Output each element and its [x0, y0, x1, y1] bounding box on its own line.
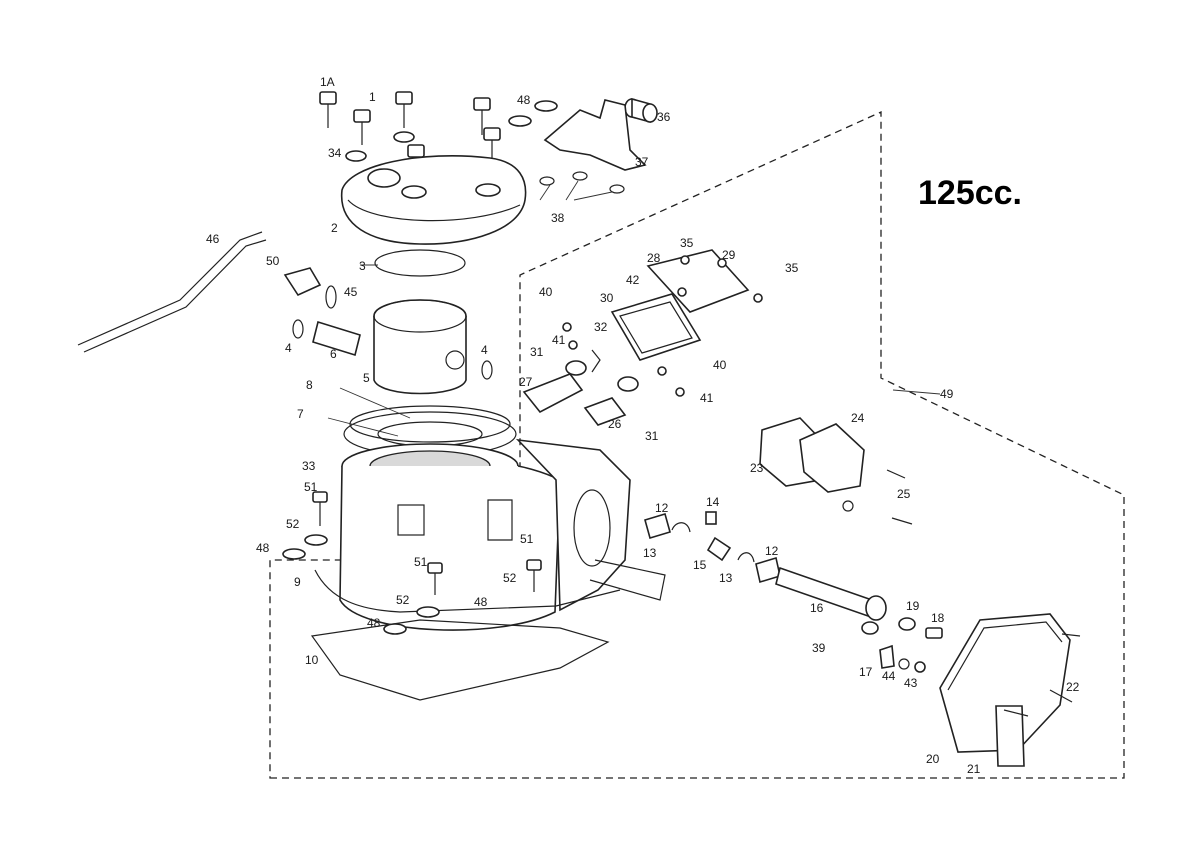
part-label: 12 [765, 544, 779, 558]
piston-pin-and-clips [292, 319, 493, 380]
sleeve-part [624, 97, 658, 124]
small-screws [562, 255, 763, 397]
part-label: 40 [713, 358, 727, 372]
valve-linkage [644, 511, 943, 673]
cylinder-studs [282, 491, 542, 635]
part-label: 41 [700, 391, 714, 405]
part-label: 31 [530, 345, 544, 359]
part-label: 36 [657, 110, 671, 124]
part-label: 46 [206, 232, 220, 246]
part-label: 15 [693, 558, 707, 572]
part-label: 18 [931, 611, 945, 625]
part-label: 9 [294, 575, 301, 589]
part-label: 41 [552, 333, 566, 347]
part-label: 12 [655, 501, 669, 515]
o-rings [539, 171, 625, 194]
part-label: 21 [967, 762, 981, 776]
part-label: 4 [481, 343, 488, 357]
part-label: 52 [286, 517, 300, 531]
part-label: 17 [859, 665, 873, 679]
part-label: 48 [256, 541, 270, 555]
part-label: 27 [519, 375, 533, 389]
part-label: 29 [722, 248, 736, 262]
side-covers [759, 417, 913, 525]
part-label: 8 [306, 378, 313, 392]
part-label: 7 [297, 407, 304, 421]
head-bolts [319, 91, 558, 180]
part-label: 43 [904, 676, 918, 690]
part-label: 23 [750, 461, 764, 475]
part-label: 20 [926, 752, 940, 766]
part-label: 52 [396, 593, 410, 607]
part-label: 51 [414, 555, 428, 569]
part-label: 19 [906, 599, 920, 613]
base-gasket [310, 619, 610, 701]
valve-cover [610, 249, 750, 361]
model-title: 125cc. [918, 174, 1022, 212]
part-label: 5 [363, 371, 370, 385]
linkage-cover [939, 613, 1081, 767]
part-label: 24 [851, 411, 865, 425]
part-label: 1 [369, 90, 376, 104]
part-label: 1A [320, 75, 335, 89]
piston-ring [374, 249, 466, 277]
part-label: 35 [680, 236, 694, 250]
part-label: 32 [594, 320, 608, 334]
head-bracket [543, 99, 647, 171]
piston [373, 299, 467, 395]
part-label: 48 [474, 595, 488, 609]
part-label: 35 [785, 261, 799, 275]
part-label: 3 [359, 259, 366, 273]
part-label: 44 [882, 669, 896, 683]
part-label: 42 [626, 273, 640, 287]
part-label: 40 [539, 285, 553, 299]
fitting-and-oring [283, 267, 337, 309]
leader-lines [327, 180, 941, 437]
cylinder [314, 438, 666, 631]
pipe [77, 231, 267, 353]
exhaust-valves [522, 349, 639, 426]
part-label: 48 [367, 616, 381, 630]
part-label: 50 [266, 254, 280, 268]
part-label: 30 [600, 291, 614, 305]
part-label: 51 [304, 480, 318, 494]
part-label: 31 [645, 429, 659, 443]
part-label: 6 [330, 347, 337, 361]
part-label: 34 [328, 146, 342, 160]
part-label: 45 [344, 285, 358, 299]
part-label: 52 [503, 571, 517, 585]
part-label: 22 [1066, 680, 1080, 694]
cylinder-head [340, 155, 527, 245]
part-label: 37 [635, 155, 649, 169]
part-label: 33 [302, 459, 316, 473]
part-label: 39 [812, 641, 826, 655]
part-label: 2 [331, 221, 338, 235]
part-label: 49 [940, 387, 954, 401]
part-label: 28 [647, 251, 661, 265]
part-label: 16 [810, 601, 824, 615]
part-label: 38 [551, 211, 565, 225]
part-label: 13 [719, 571, 733, 585]
part-label: 25 [897, 487, 911, 501]
part-labels: 1A 1 48 36 34 37 38 2 3 46 50 45 4 6 5 4… [206, 75, 1080, 776]
part-label: 13 [643, 546, 657, 560]
part-label: 4 [285, 341, 292, 355]
part-label: 14 [706, 495, 720, 509]
part-label: 48 [517, 93, 531, 107]
part-label: 51 [520, 532, 534, 546]
part-label: 10 [305, 653, 319, 667]
part-label: 26 [608, 417, 622, 431]
